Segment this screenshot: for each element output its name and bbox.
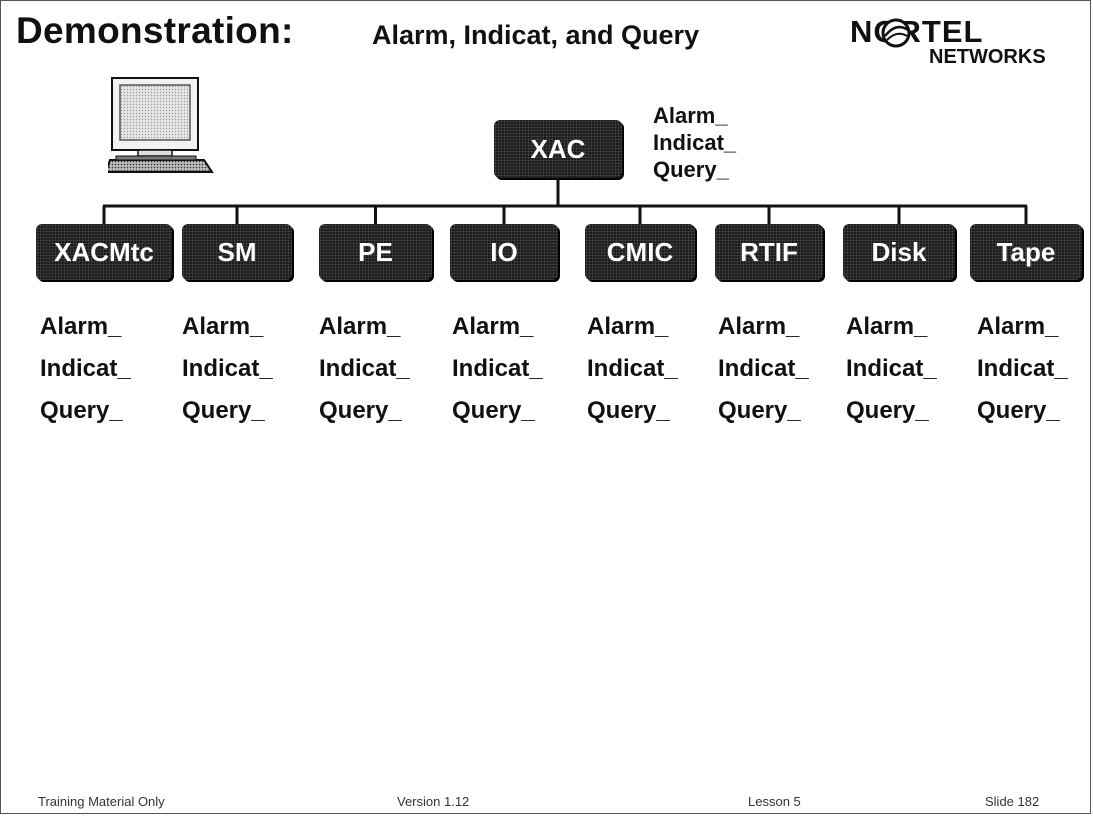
indicat-label: Indicat_ (182, 355, 273, 382)
logo-wordmark-top: NORTEL (850, 14, 984, 49)
indicat-label: Indicat_ (977, 355, 1068, 382)
label-list-xacmtc: Alarm_ Indicat_ Query_ (40, 306, 131, 432)
label-list-io: Alarm_ Indicat_ Query_ (452, 306, 543, 432)
slide-title: Demonstration: (16, 10, 294, 51)
alarm-label: Alarm_ (846, 313, 928, 340)
label-list-rtif: Alarm_ Indicat_ Query_ (718, 306, 809, 432)
label-list-cmic: Alarm_ Indicat_ Query_ (587, 306, 678, 432)
alarm-label: Alarm_ (977, 313, 1059, 340)
node-cmic: CMIC (585, 224, 695, 280)
query-label: Query_ (846, 397, 929, 424)
alarm-label: Alarm_ (319, 313, 401, 340)
query-label: Query_ (452, 397, 535, 424)
node-label: Tape (996, 236, 1056, 267)
xac-node: XAC (494, 120, 622, 178)
node-sm: SM (182, 224, 292, 280)
node-io: IO (450, 224, 558, 280)
query-label: Query_ (977, 397, 1060, 424)
node-label: SM (217, 236, 257, 267)
slide-subtitle: Alarm, Indicat, and Query (372, 20, 700, 50)
label-list-pe: Alarm_ Indicat_ Query_ (319, 306, 410, 432)
footer-training-note: Training Material Only (38, 794, 165, 809)
query-label: Query_ (40, 397, 123, 424)
alarm-label: Alarm_ (40, 313, 122, 340)
alarm-label: Alarm_ (587, 313, 669, 340)
label-list-sm: Alarm_ Indicat_ Query_ (182, 306, 273, 432)
node-label: CMIC (606, 236, 674, 267)
indicat-label: Indicat_ (587, 355, 678, 382)
nortel-logo: NORTEL NETWORKS (850, 14, 1090, 94)
node-xacmtc: XACMtc (36, 224, 172, 280)
node-tape: Tape (970, 224, 1082, 280)
query-label: Query_ (587, 397, 670, 424)
footer-version: Version 1.12 (397, 794, 470, 809)
node-label: XACMtc (54, 236, 154, 267)
alarm-label: Alarm_ (182, 313, 264, 340)
query-label: Query_ (718, 397, 801, 424)
label-list-tape: Alarm_ Indicat_ Query_ (977, 306, 1068, 432)
logo-wordmark-bottom: NETWORKS (929, 46, 1046, 68)
node-rtif: RTIF (715, 224, 823, 280)
label-list-disk: Alarm_ Indicat_ Query_ (846, 306, 937, 432)
xac-indicat-label: Indicat_ (653, 130, 737, 155)
query-label: Query_ (182, 397, 265, 424)
footer-lesson: Lesson 5 (748, 794, 801, 809)
indicat-label: Indicat_ (718, 355, 809, 382)
node-pe: PE (319, 224, 432, 280)
node-label: RTIF (740, 236, 798, 267)
indicat-label: Indicat_ (40, 355, 131, 382)
indicat-label: Indicat_ (846, 355, 937, 382)
node-label: PE (358, 236, 393, 267)
node-label: IO (490, 236, 518, 267)
globe-seal-icon (881, 18, 911, 48)
xac-alarm-label: Alarm_ (653, 103, 728, 128)
node-label: Disk (871, 236, 927, 267)
computer-icon (108, 77, 214, 173)
indicat-label: Indicat_ (452, 355, 543, 382)
indicat-label: Indicat_ (319, 355, 410, 382)
node-disk: Disk (843, 224, 955, 280)
alarm-label: Alarm_ (718, 313, 800, 340)
xac-node-label: XAC (530, 133, 586, 164)
alarm-label: Alarm_ (452, 313, 534, 340)
xac-label-list: Alarm_ Indicat_ Query_ (653, 102, 736, 183)
query-label: Query_ (319, 397, 402, 424)
footer-slide-number: Slide 182 (985, 794, 1040, 809)
xac-query-label: Query_ (653, 157, 729, 182)
